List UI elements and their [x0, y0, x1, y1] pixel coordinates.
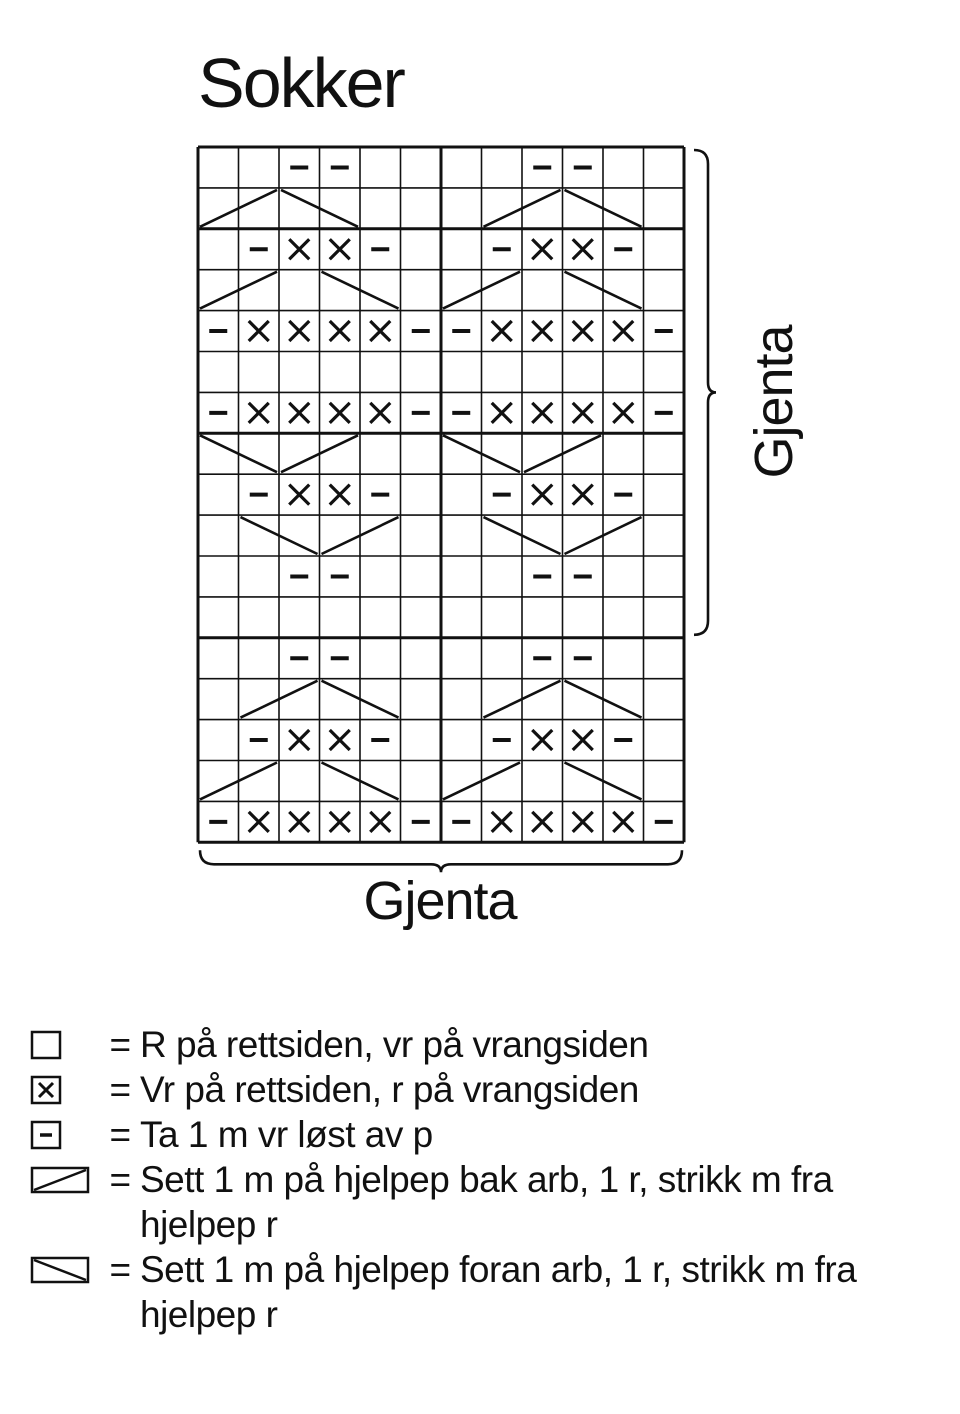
right-cross-symbol	[482, 679, 562, 719]
right-cross-symbol	[280, 434, 359, 474]
repeat-brace-horizontal	[198, 850, 684, 873]
slip-dash-icon	[30, 1120, 62, 1149]
legend-equals: =	[109, 1159, 131, 1200]
legend-text: R på rettsiden, vr på vrangsiden	[140, 1024, 649, 1065]
left-cross-symbol	[482, 515, 562, 556]
left-cross-symbol	[563, 761, 643, 801]
right-cross-symbol	[320, 515, 400, 556]
legend: = R på rettsiden, vr på vrangsiden = Vr …	[30, 1022, 950, 1337]
legend-item-slip: = Ta 1 m vr løst av p	[30, 1112, 950, 1157]
purl-x-symbol	[247, 319, 270, 343]
legend-equals: =	[109, 1024, 131, 1065]
purl-x-symbol	[369, 319, 392, 343]
knitting-chart	[196, 145, 717, 873]
repeat-brace-vertical	[693, 148, 717, 637]
purl-x-symbol	[288, 401, 311, 424]
purl-x-symbol	[571, 401, 594, 424]
purl-x-symbol	[328, 238, 351, 261]
purl-x-symbol	[531, 483, 554, 506]
purl-x-symbol	[369, 810, 392, 833]
right-cross-symbol	[482, 188, 562, 228]
purl-x-symbol	[612, 810, 635, 833]
right-cross-icon	[30, 1166, 90, 1193]
legend-item-knit: = R på rettsiden, vr på vrangsiden	[30, 1022, 950, 1067]
legend-equals: =	[109, 1069, 131, 1110]
purl-x-symbol	[288, 728, 311, 752]
purl-x-symbol	[531, 728, 554, 752]
left-cross-symbol	[199, 434, 278, 474]
purl-x-symbol	[328, 810, 351, 833]
left-cross-symbol	[320, 679, 400, 719]
purl-x-symbol	[328, 483, 351, 506]
purl-x-symbol	[571, 319, 594, 343]
purl-x-symbol	[531, 319, 554, 343]
left-cross-symbol	[320, 761, 400, 801]
purl-x-symbol	[612, 319, 635, 343]
purl-x-symbol	[531, 810, 554, 833]
right-cross-symbol	[442, 761, 521, 801]
right-cross-symbol	[563, 515, 643, 556]
right-cross-symbol	[239, 679, 319, 719]
page-title: Sokker	[198, 44, 406, 122]
purl-x-symbol	[247, 401, 270, 424]
left-cross-symbol	[563, 679, 643, 719]
legend-equals: =	[109, 1249, 131, 1290]
legend-equals: =	[109, 1114, 131, 1155]
purl-x-symbol	[328, 401, 351, 424]
legend-item-left-cross: = Sett 1 m på hjelpep foran arb, 1 r, st…	[30, 1247, 950, 1337]
left-cross-symbol	[239, 515, 319, 556]
right-cross-symbol	[199, 188, 278, 228]
purl-x-symbol	[531, 238, 554, 261]
purl-x-symbol	[612, 401, 635, 424]
left-cross-symbol	[563, 188, 643, 228]
right-cross-symbol	[199, 270, 278, 310]
purl-x-symbol	[247, 810, 270, 833]
purl-x-symbol	[571, 238, 594, 261]
purl-x-symbol	[490, 319, 513, 343]
left-cross-symbol	[280, 188, 359, 228]
purl-x-symbol	[328, 728, 351, 752]
purl-x-symbol	[288, 810, 311, 833]
purl-x-symbol	[571, 483, 594, 506]
legend-text: Sett 1 m på hjelpep bak arb, 1 r, strikk…	[140, 1159, 833, 1245]
repeat-label-horizontal: Gjenta	[363, 871, 517, 931]
purl-x-symbol	[490, 401, 513, 424]
legend-item-purl: = Vr på rettsiden, r på vrangsiden	[30, 1067, 950, 1112]
right-cross-symbol	[523, 434, 602, 474]
legend-item-right-cross: = Sett 1 m på hjelpep bak arb, 1 r, stri…	[30, 1157, 950, 1247]
legend-text: Sett 1 m på hjelpep foran arb, 1 r, stri…	[140, 1249, 857, 1335]
purl-x-symbol	[288, 319, 311, 343]
purl-x-symbol	[288, 238, 311, 261]
purl-x-symbol	[571, 810, 594, 833]
purl-x-icon	[30, 1075, 62, 1104]
purl-x-symbol	[288, 483, 311, 506]
left-cross-symbol	[320, 270, 400, 310]
knit-square-icon	[30, 1030, 62, 1059]
left-cross-symbol	[442, 434, 521, 474]
purl-x-symbol	[531, 401, 554, 424]
left-cross-symbol	[563, 270, 643, 310]
repeat-label-vertical: Gjenta	[744, 325, 804, 479]
legend-text: Vr på rettsiden, r på vrangsiden	[140, 1069, 639, 1110]
right-cross-symbol	[442, 270, 521, 310]
purl-x-symbol	[328, 319, 351, 343]
purl-x-symbol	[490, 810, 513, 833]
legend-text: Ta 1 m vr løst av p	[140, 1114, 433, 1155]
right-cross-symbol	[199, 761, 278, 801]
purl-x-symbol	[571, 728, 594, 752]
left-cross-icon	[30, 1256, 90, 1283]
purl-x-symbol	[369, 401, 392, 424]
